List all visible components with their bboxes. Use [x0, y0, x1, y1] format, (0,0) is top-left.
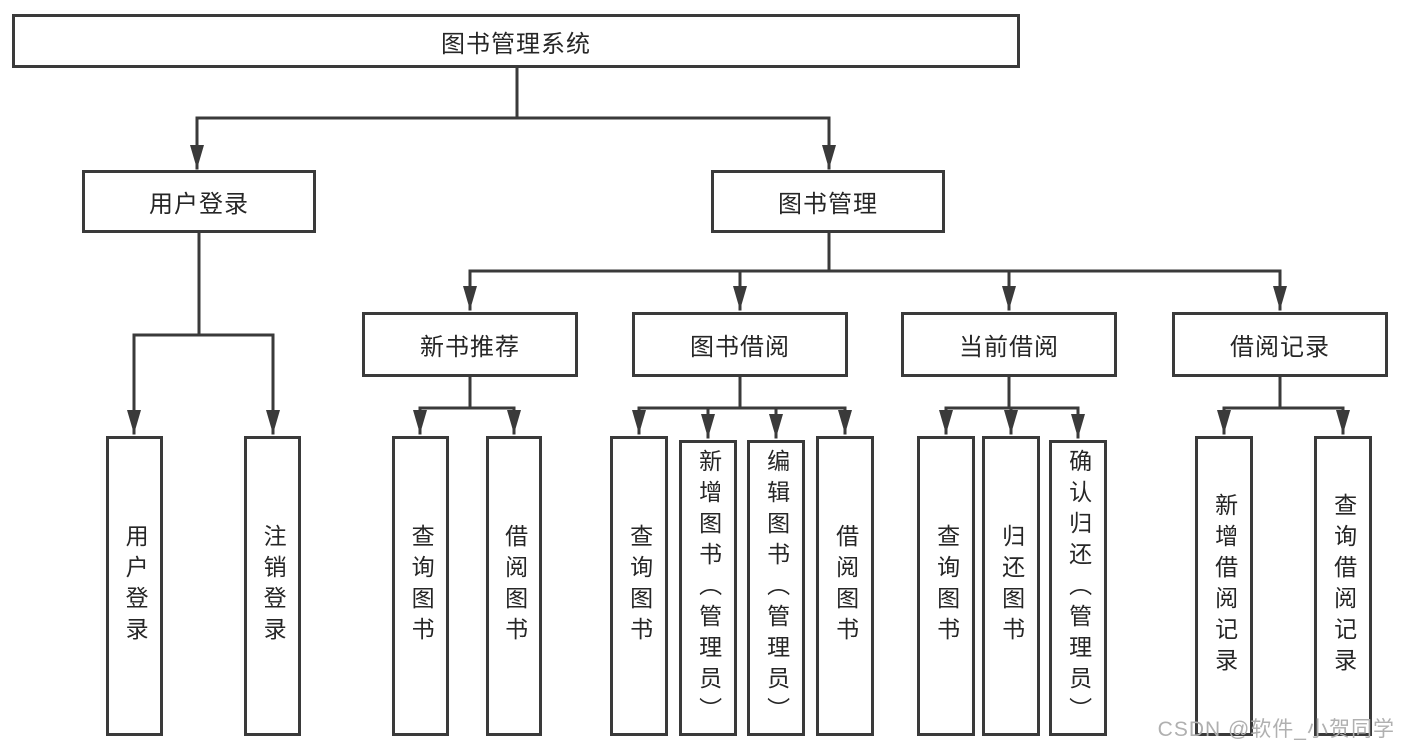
leaf-user-login: 用户登录 — [106, 436, 163, 736]
node-book-management-label: 图书管理 — [778, 191, 878, 218]
node-book-borrowing-label: 图书借阅 — [690, 334, 790, 361]
leaf-borrow-books-borrowing: 借阅图书 — [816, 436, 874, 736]
leaf-query-books-recommend-label: 查询图书 — [408, 524, 435, 648]
node-root-label: 图书管理系统 — [441, 30, 591, 58]
node-new-book-recommendation: 新书推荐 — [362, 312, 578, 377]
leaf-logout-label: 注销登录 — [260, 524, 287, 648]
leaf-query-books-borrowing: 查询图书 — [610, 436, 668, 736]
node-new-book-recommendation-label: 新书推荐 — [420, 334, 520, 361]
leaf-query-books-current: 查询图书 — [917, 436, 975, 736]
leaf-query-books-recommend: 查询图书 — [392, 436, 449, 736]
node-user-login-label: 用户登录 — [149, 191, 249, 218]
leaf-query-borrow-record-label: 查询借阅记录 — [1330, 493, 1357, 679]
node-current-borrowing-label: 当前借阅 — [959, 334, 1059, 361]
node-borrowing-records: 借阅记录 — [1172, 312, 1388, 377]
leaf-confirm-return-admin: 确认归还（管理员） — [1049, 440, 1107, 736]
leaf-user-login-label: 用户登录 — [122, 524, 149, 648]
leaf-add-book-admin: 新增图书（管理员） — [679, 440, 737, 736]
leaf-add-borrow-record: 新增借阅记录 — [1195, 436, 1253, 736]
leaf-return-books-label: 归还图书 — [998, 524, 1025, 648]
leaf-return-books: 归还图书 — [982, 436, 1040, 736]
leaf-query-books-current-label: 查询图书 — [933, 524, 960, 648]
leaf-confirm-return-admin-label: 确认归还（管理员） — [1065, 448, 1092, 728]
leaf-borrow-books-recommend: 借阅图书 — [486, 436, 542, 736]
leaf-add-book-admin-label: 新增图书（管理员） — [695, 448, 722, 728]
leaf-query-books-borrowing-label: 查询图书 — [626, 524, 653, 648]
node-book-management: 图书管理 — [711, 170, 945, 233]
node-book-borrowing: 图书借阅 — [632, 312, 848, 377]
leaf-borrow-books-recommend-label: 借阅图书 — [501, 524, 528, 648]
node-user-login: 用户登录 — [82, 170, 316, 233]
leaf-edit-book-admin: 编辑图书（管理员） — [747, 440, 805, 736]
leaf-edit-book-admin-label: 编辑图书（管理员） — [763, 448, 790, 728]
leaf-query-borrow-record: 查询借阅记录 — [1314, 436, 1372, 736]
node-root: 图书管理系统 — [12, 14, 1020, 68]
csdn-watermark: CSDN @软件_小贺同学 — [1157, 718, 1395, 741]
leaf-logout: 注销登录 — [244, 436, 301, 736]
node-borrowing-records-label: 借阅记录 — [1230, 334, 1330, 361]
leaf-borrow-books-borrowing-label: 借阅图书 — [832, 524, 859, 648]
leaf-add-borrow-record-label: 新增借阅记录 — [1211, 493, 1238, 679]
node-current-borrowing: 当前借阅 — [901, 312, 1117, 377]
